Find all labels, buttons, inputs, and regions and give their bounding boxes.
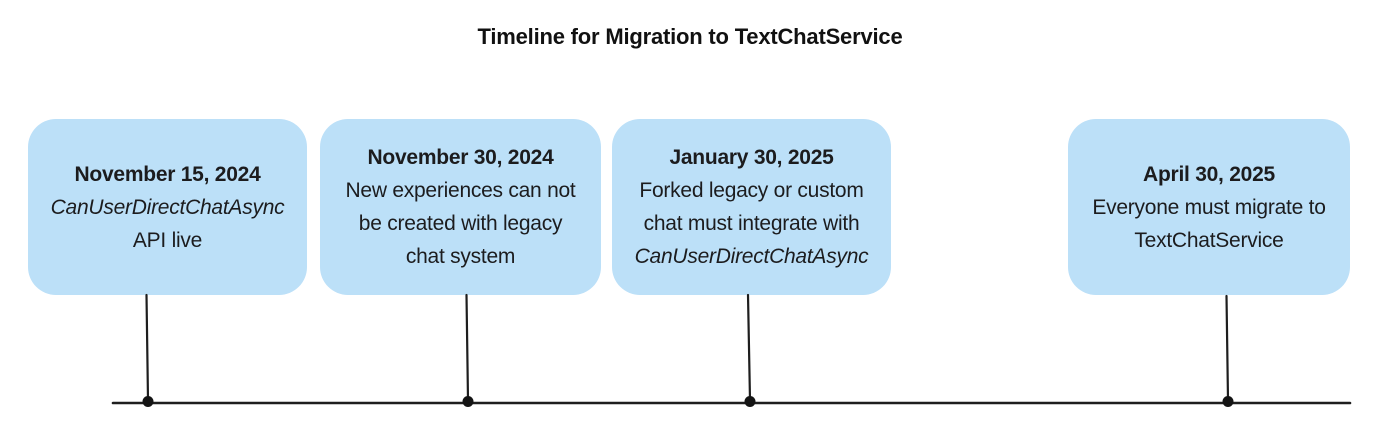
milestone-text-line: New experiences can not bbox=[345, 179, 576, 202]
milestone-card-jan-30-2025: January 30, 2025 Forked legacy or custom… bbox=[612, 119, 891, 295]
milestone-text-line: Forked legacy or custom bbox=[639, 179, 864, 202]
milestone-text-line: TextChatService bbox=[1134, 228, 1284, 252]
milestone-text-line: chat must integrate with bbox=[643, 212, 860, 235]
connector-line bbox=[465, 293, 470, 402]
milestone-date: November 15, 2024 bbox=[74, 162, 261, 186]
timeline-dot bbox=[462, 396, 474, 407]
connector-line bbox=[1225, 294, 1230, 402]
timeline-dot bbox=[1222, 396, 1234, 407]
timeline-dot bbox=[744, 396, 756, 407]
milestone-card-apr-30-2025: April 30, 2025 Everyone must migrate to … bbox=[1068, 119, 1350, 295]
timeline-dot bbox=[142, 396, 154, 407]
milestone-text-line: API live bbox=[132, 228, 203, 252]
milestone-card-nov-30-2024: November 30, 2024 New experiences can no… bbox=[320, 119, 601, 295]
milestone-text-line: CanUserDirectChatAsync bbox=[634, 245, 869, 268]
milestone-date: January 30, 2025 bbox=[669, 146, 834, 169]
milestone-text-line: chat system bbox=[405, 245, 516, 268]
milestone-text-line: Everyone must migrate to bbox=[1092, 195, 1326, 219]
milestone-card-nov-15-2024: November 15, 2024 CanUserDirectChatAsync… bbox=[28, 119, 307, 295]
connector-line bbox=[746, 293, 752, 402]
milestone-text-line: be created with legacy bbox=[358, 212, 563, 235]
milestone-date: November 30, 2024 bbox=[367, 146, 554, 169]
connector-line bbox=[145, 293, 150, 402]
milestone-text-line: CanUserDirectChatAsync bbox=[50, 195, 285, 219]
milestone-date: April 30, 2025 bbox=[1143, 162, 1275, 186]
page-title: Timeline for Migration to TextChatServic… bbox=[477, 24, 903, 49]
